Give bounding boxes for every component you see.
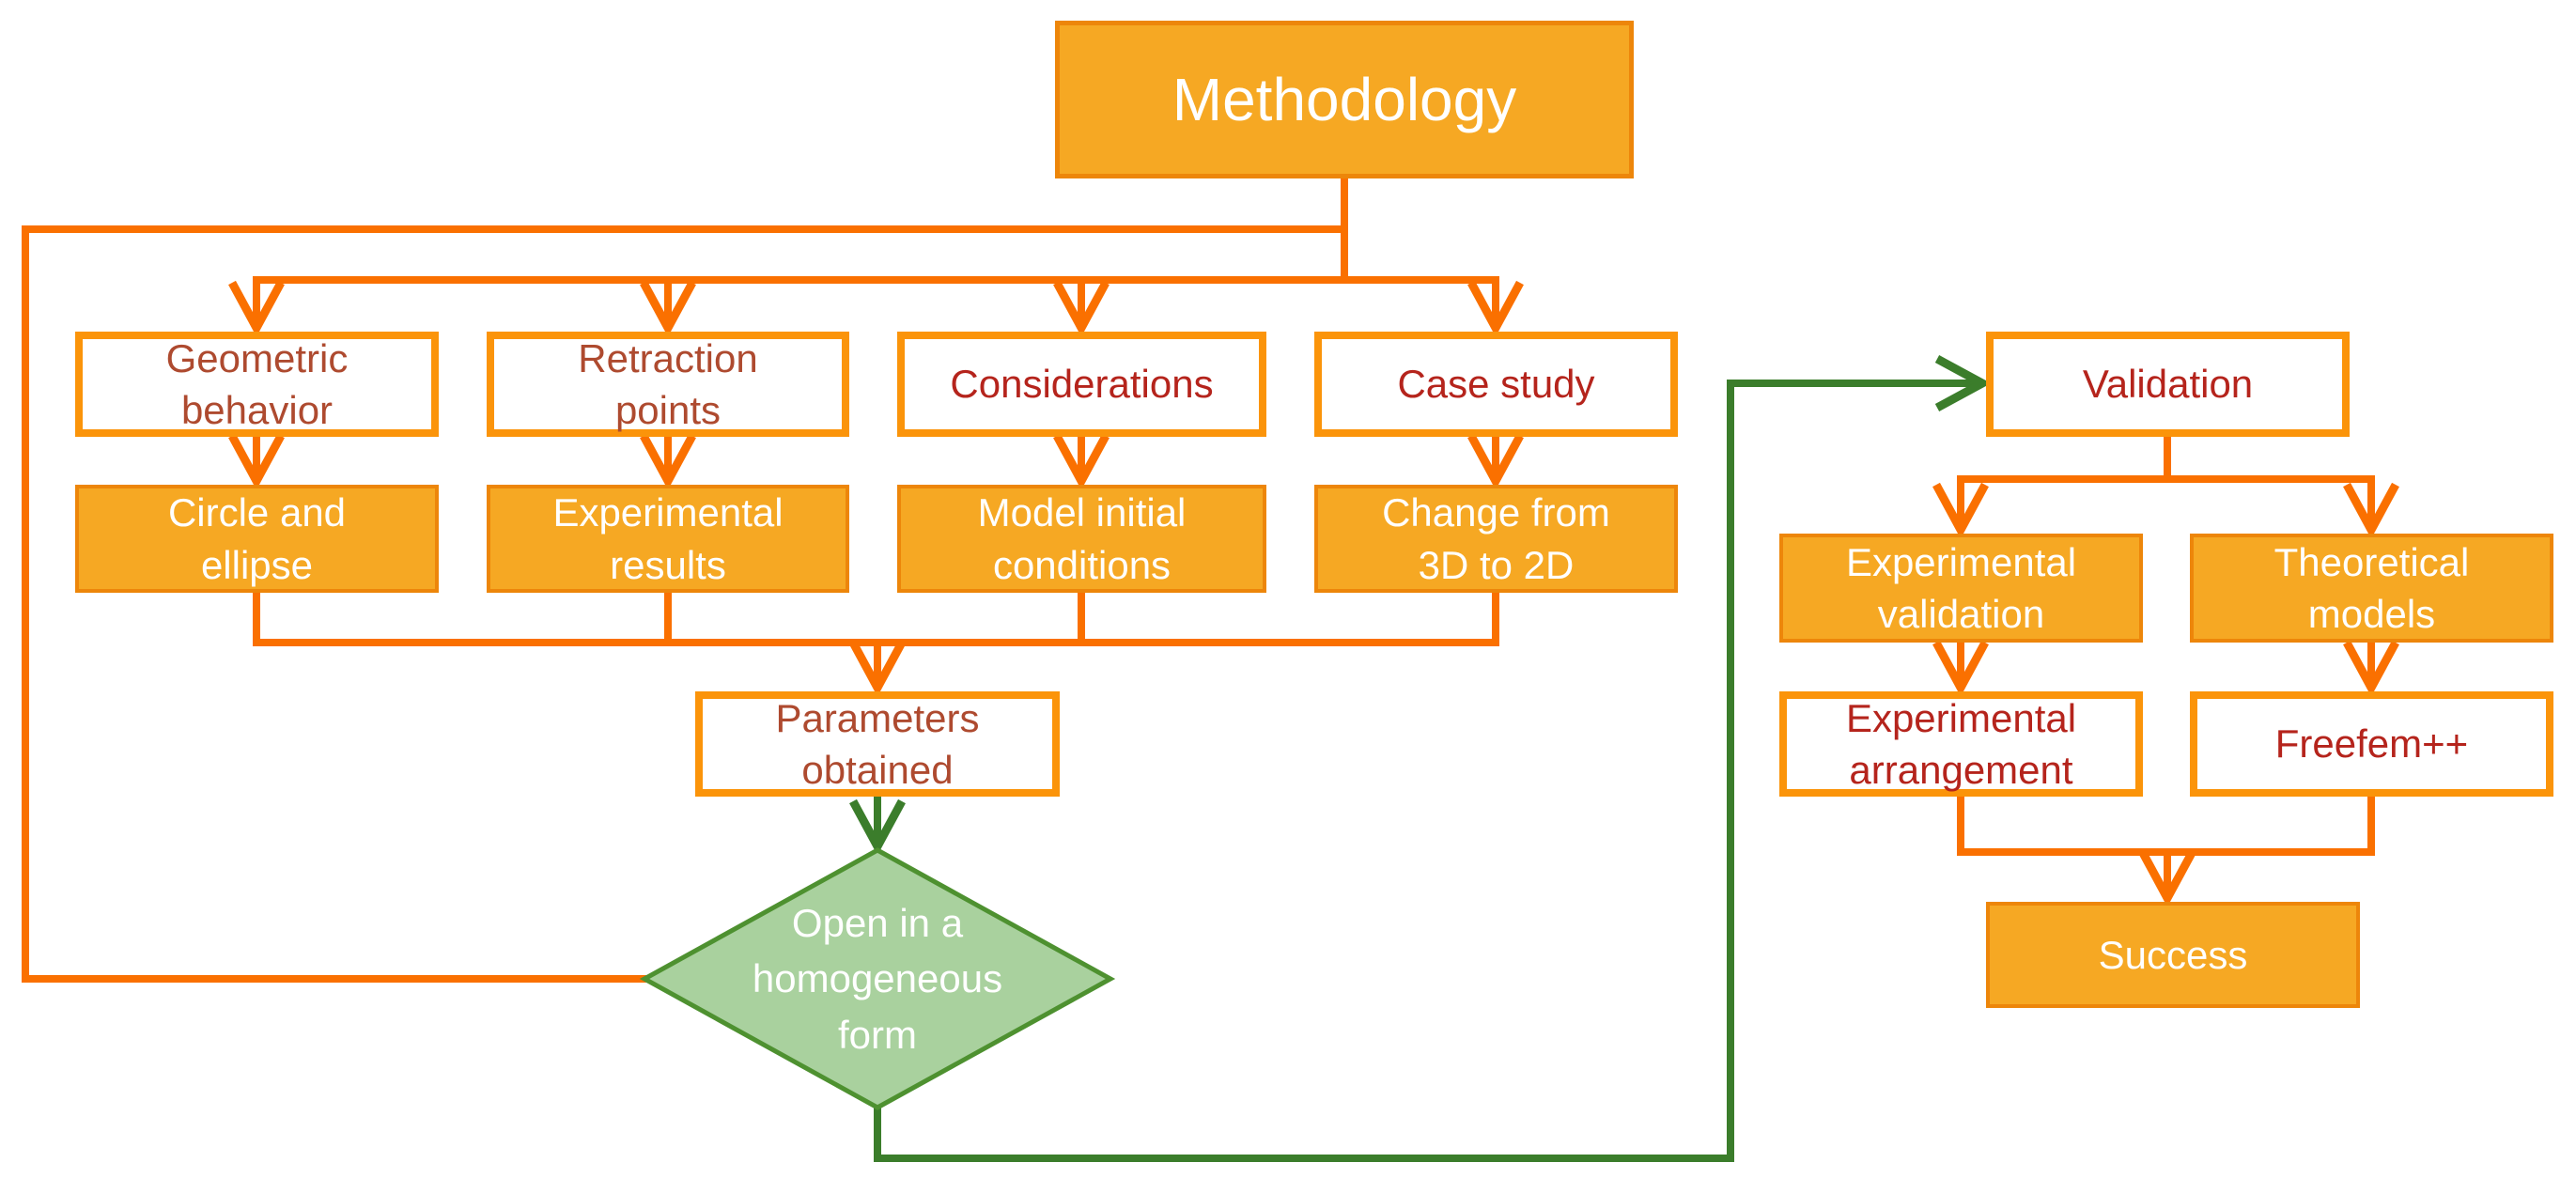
node-validation: Validation xyxy=(1986,332,2350,437)
node-experimental-results: Experimental results xyxy=(487,485,849,593)
decision-diamond-shape xyxy=(639,847,1116,1110)
node-change-from-3d-to-2d: Change from 3D to 2D xyxy=(1314,485,1678,593)
node-freefem: Freefem++ xyxy=(2190,691,2553,797)
node-theoretical-models: Theoretical models xyxy=(2190,534,2553,643)
node-experimental-arrangement: Experimental arrangement xyxy=(1779,691,2143,797)
node-circle-and-ellipse: Circle and ellipse xyxy=(75,485,439,593)
connector-feedback-loop xyxy=(22,225,1348,983)
node-model-initial-conditions: Model initial conditions xyxy=(897,485,1266,593)
node-parameters-obtained: Parameters obtained xyxy=(695,691,1060,797)
node-decision-open-homogeneous-form: Open in a homogeneous form xyxy=(752,900,1003,1057)
node-retraction-points: Retraction points xyxy=(487,332,849,437)
node-considerations: Considerations xyxy=(897,332,1266,437)
node-case-study: Case study xyxy=(1314,332,1678,437)
node-success: Success xyxy=(1986,902,2360,1008)
arrow-decision-to-validation xyxy=(874,355,1992,1162)
node-geometric-behavior: Geometric behavior xyxy=(75,332,439,437)
node-experimental-validation: Experimental validation xyxy=(1779,534,2143,643)
node-methodology: Methodology xyxy=(1055,21,1634,178)
